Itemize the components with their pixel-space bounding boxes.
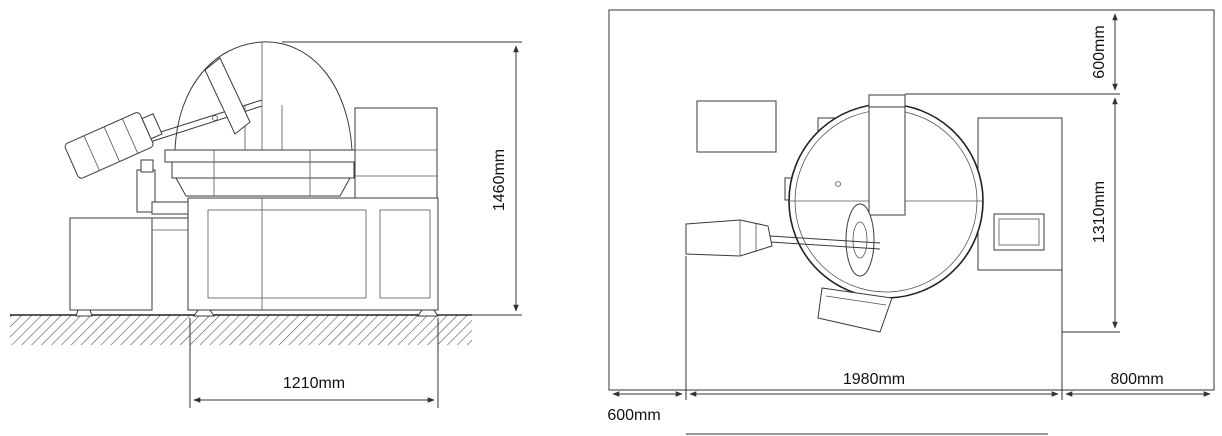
top-clearance-label: 600mm: [1091, 25, 1108, 78]
front-view: 1460mm 1210mm: [10, 41, 522, 408]
ground-hatch: [10, 315, 472, 345]
bowl-rim: [164, 149, 361, 163]
lid-arm: [204, 57, 251, 135]
clearance-boundary: [608, 9, 1215, 391]
width-dimension-label: 1210mm: [283, 375, 345, 392]
depth-dimension-label: 1310mm: [1091, 181, 1108, 243]
front-motor: [64, 112, 163, 179]
base-frame: [187, 197, 439, 311]
bowl-dome: [174, 41, 353, 151]
control-box: [354, 107, 438, 205]
right-clearance-label: 800mm: [1110, 371, 1163, 388]
top-view: 600mm 1310mm 1980mm 800mm 600mm: [607, 9, 1215, 435]
top-electrical-cabinet: [696, 100, 777, 153]
blade-disc: [845, 203, 875, 277]
top-motor: [685, 219, 773, 257]
height-dimension-label: 1460mm: [491, 149, 508, 211]
discharge-chute: [817, 287, 893, 333]
electrical-box: [69, 217, 153, 311]
control-panel: [993, 213, 1045, 251]
left-clearance-label: 600mm: [607, 407, 660, 424]
length-dimension-label: 1980mm: [843, 371, 905, 388]
